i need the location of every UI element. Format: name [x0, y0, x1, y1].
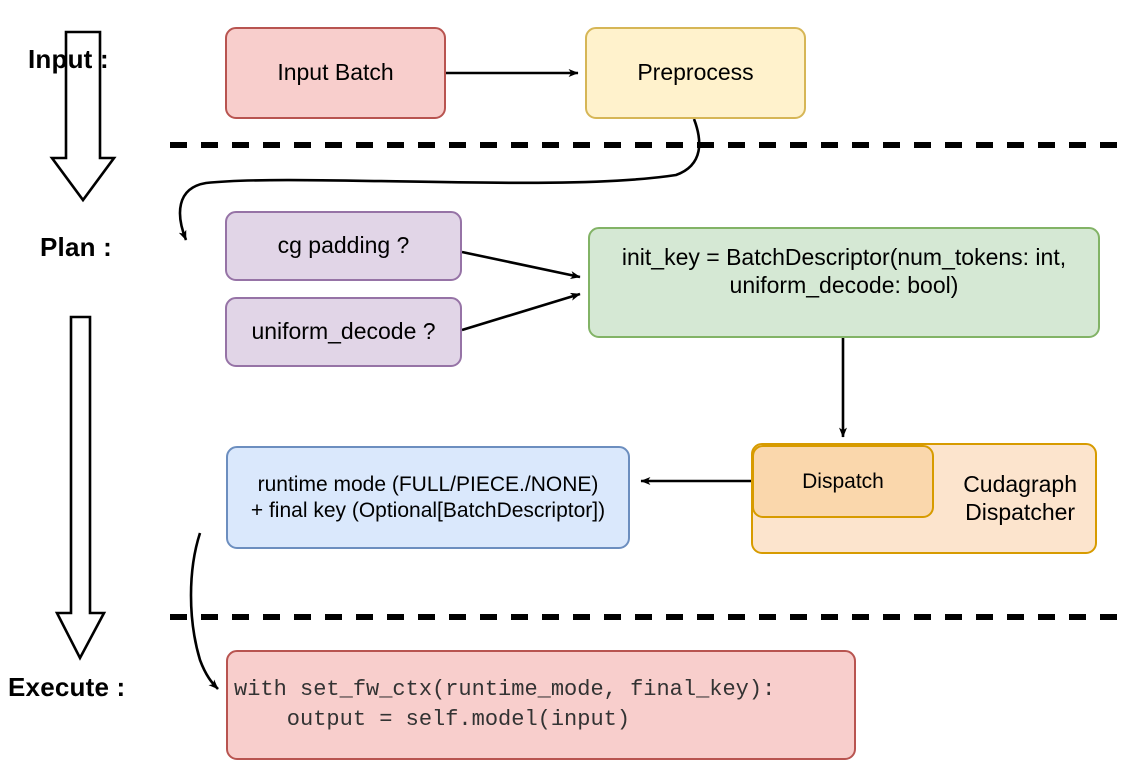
plan-to-execute-arrow: [54, 315, 107, 661]
node-cg-padding[interactable]: cg padding ?: [225, 211, 462, 281]
runtime-mode-to-code-connector: [189, 532, 219, 690]
node-runtime-mode[interactable]: runtime mode (FULL/PIECE./NONE) + final …: [226, 446, 630, 549]
node-code-block[interactable]: with set_fw_ctx(runtime_mode, final_key)…: [226, 650, 856, 760]
node-dispatch[interactable]: Dispatch: [752, 445, 934, 518]
cg-padding-to-init-key-connector: [461, 250, 581, 279]
stage-label-input: Input :: [28, 44, 109, 74]
stage-label-execute: Execute :: [8, 672, 126, 702]
node-preprocess[interactable]: Preprocess: [585, 27, 806, 119]
node-uniform-decode[interactable]: uniform_decode ?: [225, 297, 462, 367]
node-input-batch[interactable]: Input Batch: [225, 27, 446, 119]
uniform-decode-to-init-key-connector: [461, 292, 581, 332]
stage-label-plan: Plan :: [40, 232, 112, 262]
node-init-key[interactable]: init_key = BatchDescriptor(num_tokens: i…: [588, 227, 1100, 338]
